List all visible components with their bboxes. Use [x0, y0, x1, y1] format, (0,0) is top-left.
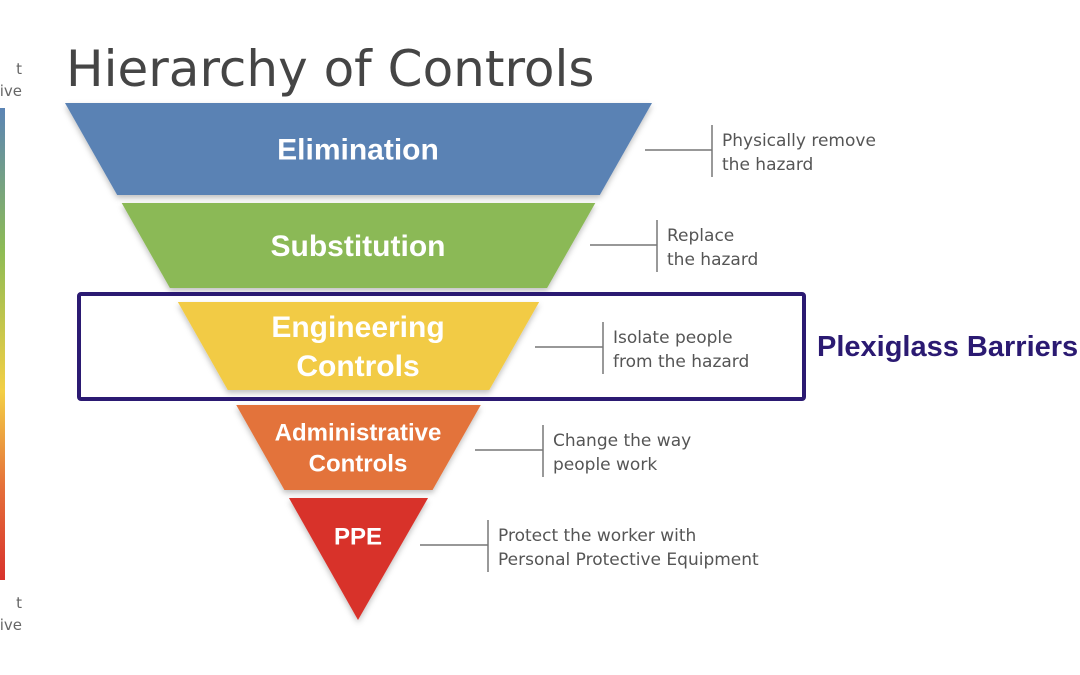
level-band [236, 405, 481, 490]
level-description: Protect the worker with [498, 526, 696, 546]
effectiveness-gradient-bar [0, 108, 5, 580]
level-description: Personal Protective Equipment [498, 550, 759, 570]
level-name: Controls [296, 350, 419, 383]
highlight-box [77, 292, 806, 401]
level-name: Engineering [271, 311, 444, 344]
level-name: Controls [309, 451, 408, 478]
level-description: Change the way [553, 431, 691, 451]
level-substitution: Substitution Replace the hazard [121, 203, 758, 288]
level-description: people work [553, 455, 657, 475]
highlight-label: Plexiglass Barriers [817, 331, 1078, 363]
level-band [65, 103, 652, 195]
level-description: Replace [667, 226, 734, 246]
level-name: PPE [334, 523, 382, 550]
level-description: Physically remove [722, 131, 876, 151]
level-band [121, 203, 596, 288]
level-description: the hazard [667, 250, 758, 270]
level-band [177, 302, 540, 390]
level-elimination: Elimination Physically remove the hazard [65, 103, 876, 195]
level-band [288, 498, 429, 620]
level-description: the hazard [722, 155, 813, 175]
diagram-title: Hierarchy of Controls [66, 40, 594, 98]
level-description: Isolate people [613, 328, 733, 348]
level-description: from the hazard [613, 352, 749, 372]
level-name: Elimination [277, 134, 439, 167]
level-name: Substitution [271, 230, 446, 263]
level-name: Administrative [275, 419, 442, 446]
